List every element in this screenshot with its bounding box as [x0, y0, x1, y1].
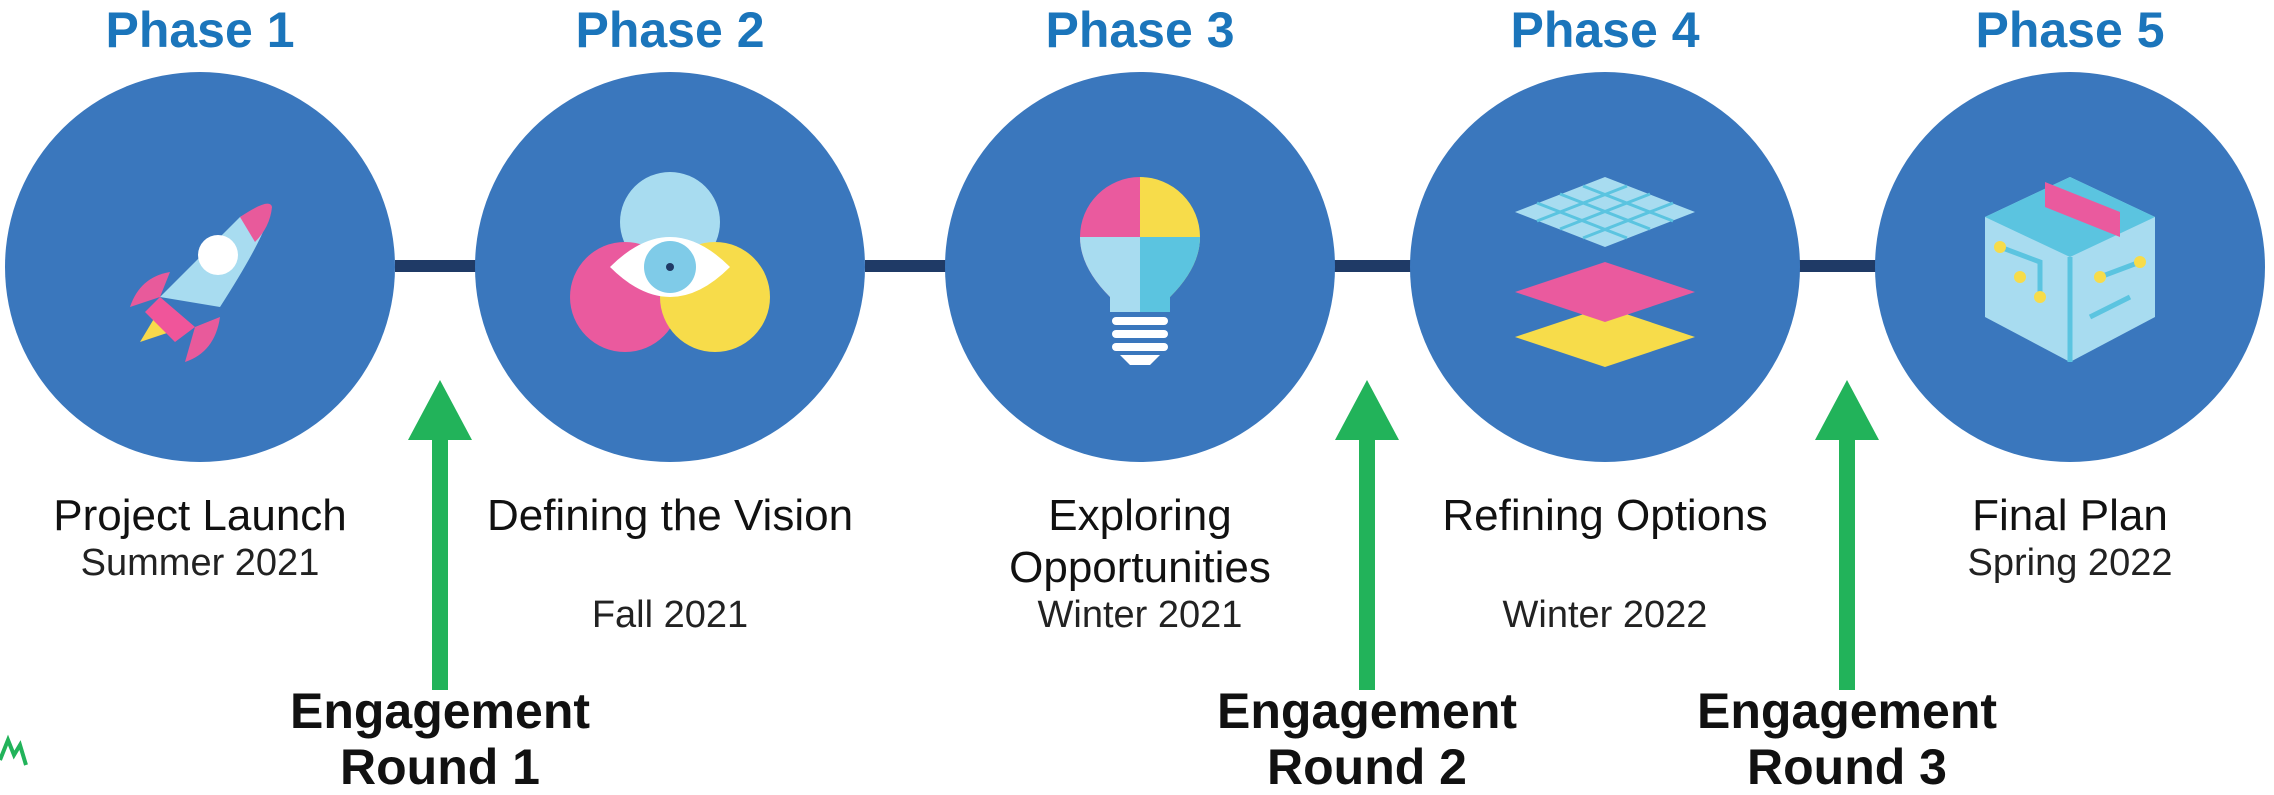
phase-circle — [5, 72, 395, 462]
timeline-connector-2 — [865, 260, 955, 272]
phase-title: Phase 4 — [1510, 2, 1700, 58]
phase-circle — [475, 72, 865, 462]
phase-date: Summer 2021 — [80, 542, 320, 584]
phase-circle — [1875, 72, 2265, 462]
timeline-connector-4 — [1795, 260, 1885, 272]
phase-date: Fall 2021 — [591, 594, 749, 636]
eye-venn-icon — [570, 172, 770, 352]
phase-name: Final Plan — [1972, 491, 2168, 540]
phase-title: Phase 2 — [575, 2, 765, 58]
phase-name: Project Launch — [53, 491, 347, 540]
phase-title: Phase 1 — [105, 2, 295, 58]
layers-icon — [1515, 177, 1695, 367]
engagement-label-2: Engagement Round 2 — [1216, 683, 1518, 795]
phase-title: Phase 5 — [1975, 2, 2165, 58]
phase-circle — [1410, 72, 1800, 462]
phase-date: Spring 2022 — [1967, 542, 2173, 584]
timeline-connector-1 — [395, 260, 485, 272]
circuit-cube-icon — [1985, 177, 2155, 362]
phase-title: Phase 3 — [1045, 2, 1235, 58]
engagement-label-1: Engagement Round 1 — [289, 683, 591, 795]
timeline-connector-3 — [1330, 260, 1420, 272]
phase-circle — [945, 72, 1335, 462]
puzzle-lightbulb-icon — [1080, 177, 1200, 365]
phase-name: Exploring Opportunities — [1009, 491, 1271, 592]
phase-name: Defining the Vision — [486, 491, 854, 540]
phase-date: Winter 2021 — [1037, 594, 1243, 636]
engagement-arrow-3 — [1812, 380, 1882, 690]
rocket-icon — [130, 203, 272, 362]
phase-date: Winter 2022 — [1502, 594, 1708, 636]
phase-name: Refining Options — [1442, 491, 1768, 540]
engagement-arrow-1 — [405, 380, 475, 690]
logo-icon — [0, 734, 28, 766]
engagement-label-3: Engagement Round 3 — [1696, 683, 1998, 795]
engagement-arrow-2 — [1332, 380, 1402, 690]
